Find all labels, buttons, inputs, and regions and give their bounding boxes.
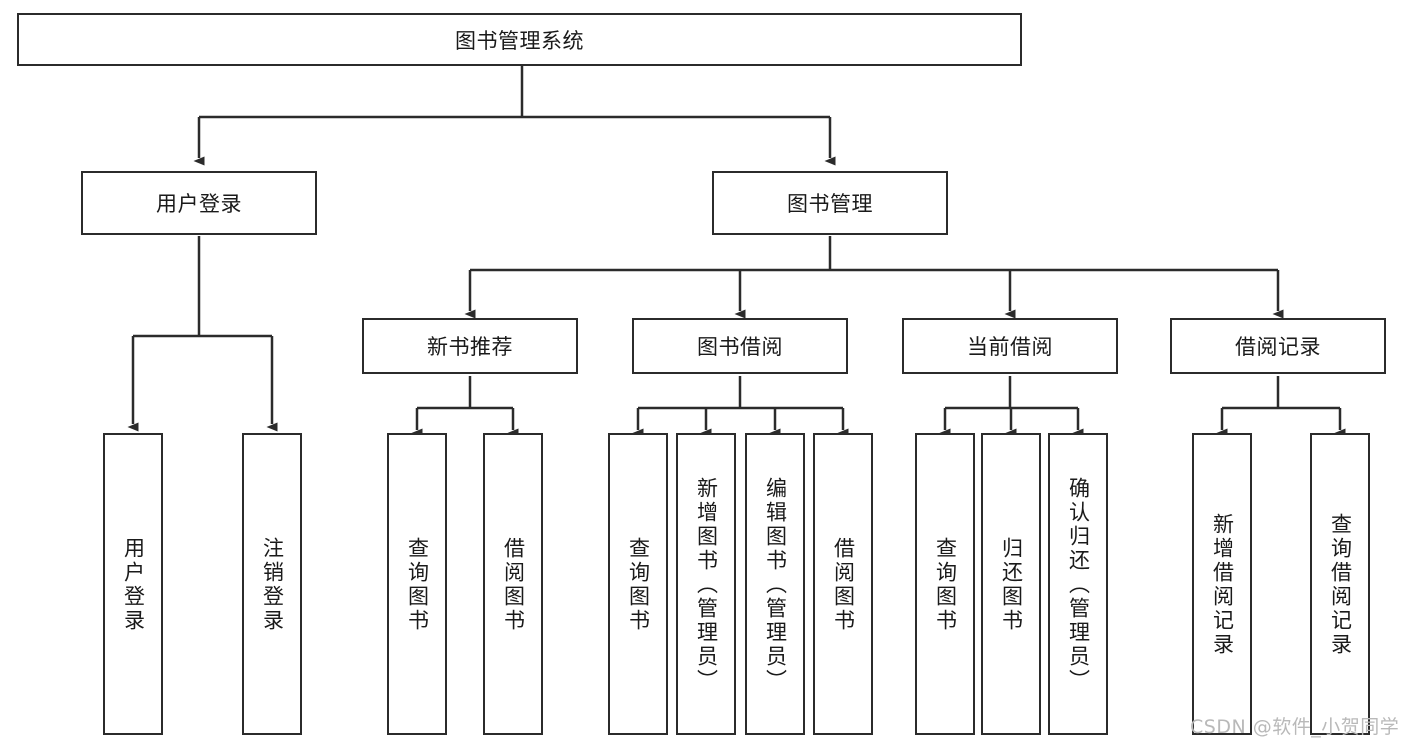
node-label: 借阅记录 bbox=[1235, 335, 1321, 359]
csdn-watermark: CSDN @软件_小贺同学 bbox=[1190, 716, 1400, 738]
node-label: 查询图书 bbox=[626, 537, 651, 633]
leaf-borrow-book[interactable]: 借阅图书 bbox=[813, 433, 873, 735]
leaf-add-borrow-record[interactable]: 新增借阅记录 bbox=[1192, 433, 1252, 735]
leaf-confirm-return-admin[interactable]: 确认归还（管理员） bbox=[1048, 433, 1108, 735]
leaf-user-login[interactable]: 用户登录 bbox=[103, 433, 163, 735]
node-new-book-recommend[interactable]: 新书推荐 bbox=[362, 318, 578, 374]
leaf-query-book-current[interactable]: 查询图书 bbox=[915, 433, 975, 735]
node-book-management[interactable]: 图书管理 bbox=[712, 171, 948, 235]
node-current-borrow[interactable]: 当前借阅 bbox=[902, 318, 1118, 374]
leaf-query-book-recommend[interactable]: 查询图书 bbox=[387, 433, 447, 735]
node-label: 当前借阅 bbox=[967, 335, 1053, 359]
node-borrow-record[interactable]: 借阅记录 bbox=[1170, 318, 1386, 374]
node-label: 编辑图书（管理员） bbox=[763, 477, 788, 693]
node-label: 查询图书 bbox=[405, 537, 430, 633]
node-label: 借阅图书 bbox=[501, 537, 526, 633]
node-label: 查询图书 bbox=[933, 537, 958, 633]
node-label: 用户登录 bbox=[121, 537, 146, 633]
node-label: 图书管理 bbox=[787, 192, 873, 216]
node-label: 新书推荐 bbox=[427, 335, 513, 359]
node-label: 新增借阅记录 bbox=[1210, 513, 1235, 657]
node-label: 归还图书 bbox=[999, 537, 1024, 633]
leaf-return-book[interactable]: 归还图书 bbox=[981, 433, 1041, 735]
node-label: 图书借阅 bbox=[697, 335, 783, 359]
node-label: 查询借阅记录 bbox=[1328, 513, 1353, 657]
node-label: 确认归还（管理员） bbox=[1066, 477, 1091, 693]
node-user-login[interactable]: 用户登录 bbox=[81, 171, 317, 235]
leaf-query-borrow-record[interactable]: 查询借阅记录 bbox=[1310, 433, 1370, 735]
node-label: 图书管理系统 bbox=[455, 28, 584, 53]
leaf-borrow-book-recommend[interactable]: 借阅图书 bbox=[483, 433, 543, 735]
leaf-query-book-borrow[interactable]: 查询图书 bbox=[608, 433, 668, 735]
node-label: 新增图书（管理员） bbox=[694, 477, 719, 693]
node-label: 借阅图书 bbox=[831, 537, 856, 633]
leaf-add-book-admin[interactable]: 新增图书（管理员） bbox=[676, 433, 736, 735]
node-label: 注销登录 bbox=[260, 537, 285, 633]
node-book-borrow[interactable]: 图书借阅 bbox=[632, 318, 848, 374]
leaf-edit-book-admin[interactable]: 编辑图书（管理员） bbox=[745, 433, 805, 735]
node-label: 用户登录 bbox=[156, 192, 242, 216]
node-root-system[interactable]: 图书管理系统 bbox=[17, 13, 1022, 66]
leaf-logout[interactable]: 注销登录 bbox=[242, 433, 302, 735]
